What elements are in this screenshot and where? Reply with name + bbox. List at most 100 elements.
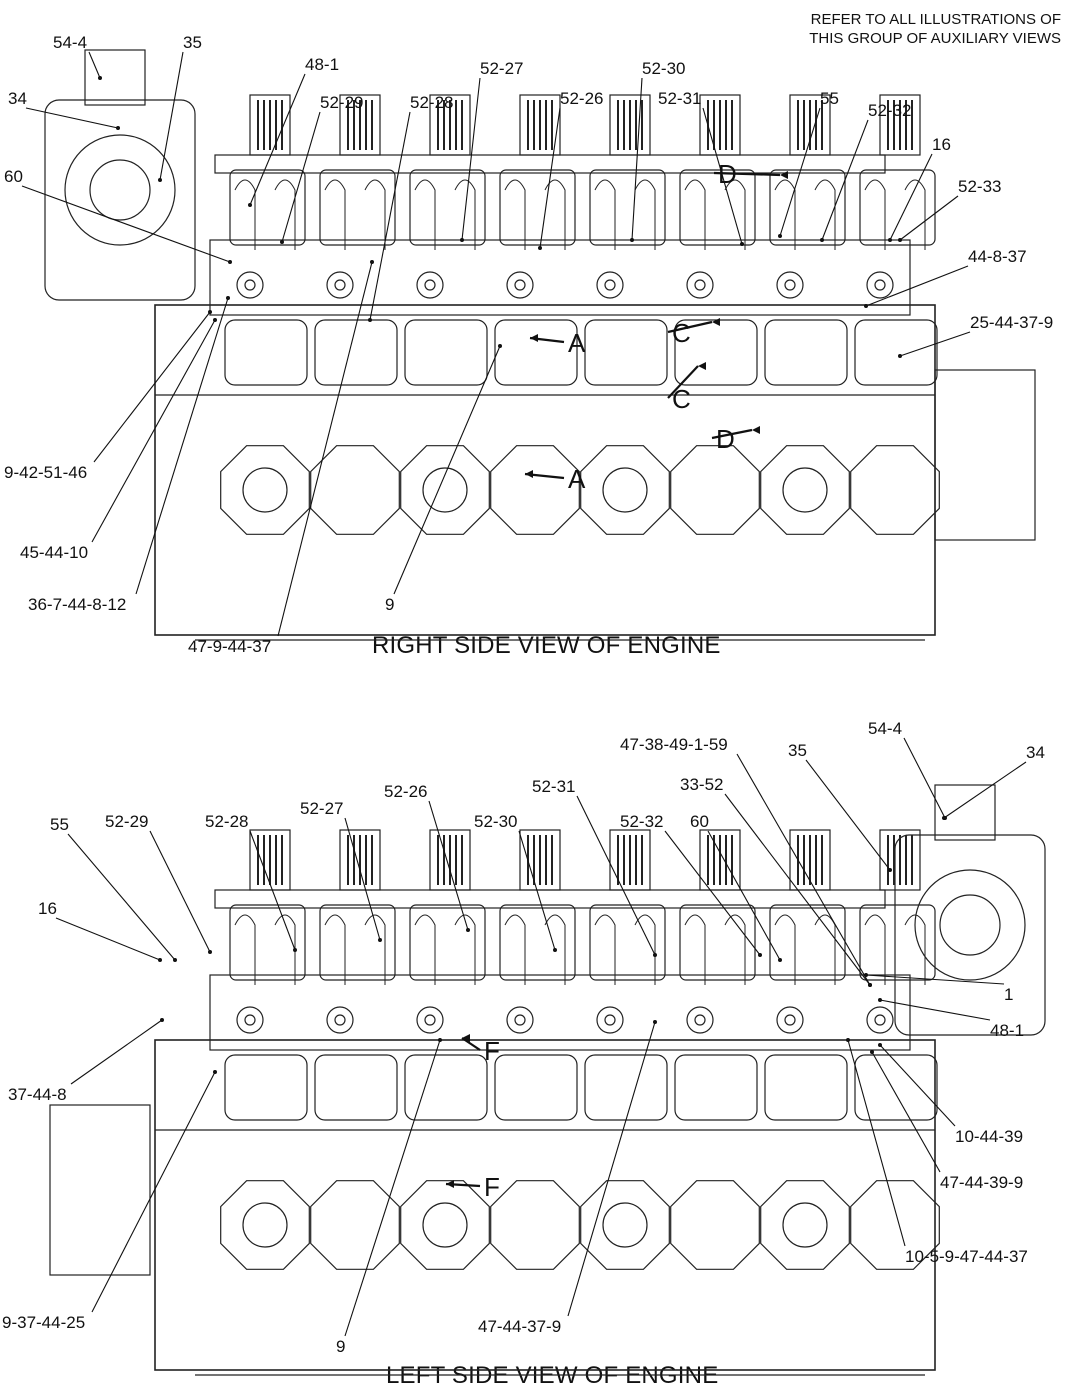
right-view-callout: 47-9-44-37 [188, 637, 271, 656]
left-view-callout: 37-44-8 [8, 1085, 67, 1104]
left-view-leader-dot [466, 928, 470, 932]
right-view-callout: 52-31 [658, 89, 701, 108]
right-view-leader-line [249, 73, 306, 206]
right-view-callout: 52-29 [320, 93, 363, 112]
right-view-leader-dot [280, 240, 284, 244]
left-view-callout: 33-52 [680, 775, 723, 794]
left-view-callout: 34 [1026, 743, 1045, 762]
right-view-leader-line [539, 107, 561, 249]
left-view-leader-line [428, 800, 469, 931]
right-view-section-arrow [712, 318, 720, 326]
right-view-leader-line [702, 107, 743, 245]
right-view-leader-line [88, 51, 101, 79]
left-view-callout: 52-32 [620, 812, 663, 831]
left-view-leader-dot [870, 1050, 874, 1054]
right-view-leader-dot [208, 310, 212, 314]
right-view-callout: 52-33 [958, 177, 1001, 196]
right-view-callout: 52-27 [480, 59, 523, 78]
left-view-leader-line [91, 1071, 216, 1313]
left-view-callout: 52-27 [300, 799, 343, 818]
right-view-leader-dot [864, 304, 868, 308]
right-view-callout: 45-44-10 [20, 543, 88, 562]
right-view-section-arrow [698, 362, 706, 370]
right-view-leader-line [865, 265, 969, 307]
left-view-leader-line [344, 1039, 441, 1337]
left-view-leader-dot [888, 868, 892, 872]
left-view-section-marker: F [484, 1036, 500, 1066]
right-view-leader-dot [228, 260, 232, 264]
left-view-leader-line [903, 737, 946, 819]
right-view-section-marker: A [568, 328, 586, 358]
right-view-leader-line [821, 119, 869, 241]
right-view-leader-dot [460, 238, 464, 242]
right-view-callout: 34 [8, 89, 27, 108]
left-view-callout: 10-44-39 [955, 1127, 1023, 1146]
left-view-callout: 1 [1004, 985, 1013, 1004]
right-view-section-line [667, 365, 699, 399]
left-view-leader-dot [846, 1038, 850, 1042]
left-side-engine-drawing [49, 784, 1046, 1376]
right-view-leader-dot [898, 238, 902, 242]
right-view-title: RIGHT SIDE VIEW OF ENGINE [372, 632, 721, 659]
right-view-leader-line [135, 297, 229, 595]
left-view-callout: 52-26 [384, 782, 427, 801]
left-view-leader-line [576, 795, 656, 956]
right-view-leader-dot [778, 234, 782, 238]
right-view-leader-line [277, 261, 373, 637]
left-view-callout: 52-28 [205, 812, 248, 831]
left-view-callout: 35 [788, 741, 807, 760]
right-view-section-line [711, 428, 753, 440]
left-view-callout: 52-29 [105, 812, 148, 831]
right-view-section-marker: D [718, 159, 737, 189]
right-view-leader-line [21, 185, 231, 263]
right-view-leader-line [369, 111, 411, 321]
right-view-section-line [713, 171, 781, 177]
right-view-leader-line [393, 345, 501, 595]
right-view-leader-dot [116, 126, 120, 130]
left-view-callout: 47-44-37-9 [478, 1317, 561, 1336]
left-view-leader-dot [868, 983, 872, 987]
right-side-engine-drawing [44, 49, 1036, 641]
left-view-callout: 52-31 [532, 777, 575, 796]
right-view-callout: 9 [385, 595, 394, 614]
right-view-leader-dot [630, 238, 634, 242]
right-view-section-marker: A [568, 464, 586, 494]
left-view-leader-dot [378, 938, 382, 942]
left-view-leader-line [879, 1044, 956, 1127]
left-view-leader-dot [778, 958, 782, 962]
right-view-leader-dot [158, 178, 162, 182]
left-view-leader-line [149, 830, 211, 953]
left-view-leader-dot [293, 948, 297, 952]
left-view-leader-dot [158, 958, 162, 962]
left-view-section-marker: F [484, 1172, 500, 1202]
left-view-leader-dot [653, 1020, 657, 1024]
right-view-leader-dot [370, 260, 374, 264]
left-view-leader-line [943, 761, 1027, 819]
left-view-leader-line [344, 817, 381, 941]
right-view-callout: 25-44-37-9 [970, 313, 1053, 332]
left-view-leader-line [67, 833, 176, 961]
right-view-callout: 16 [932, 135, 951, 154]
right-view-callout: 48-1 [305, 55, 339, 74]
left-view-callout: 60 [690, 812, 709, 831]
right-view-leader-dot [213, 318, 217, 322]
right-view-leader-dot [248, 203, 252, 207]
left-view-callout: 16 [38, 899, 57, 918]
left-view-leader-dot [653, 953, 657, 957]
left-view-section-arrow [446, 1180, 454, 1188]
left-view-leader-line [567, 1021, 656, 1317]
left-view-callout: 9 [336, 1337, 345, 1356]
right-view-section-marker: C [672, 318, 691, 348]
right-view-callout: 52-28 [410, 93, 453, 112]
right-view-leader-line [461, 77, 481, 241]
left-view-leader-line [724, 793, 871, 986]
left-view-leader-line [249, 830, 296, 951]
right-view-leader-line [899, 331, 971, 357]
right-view-callout: 60 [4, 167, 23, 186]
right-view-leader-dot [538, 246, 542, 250]
right-view-leader-dot [226, 296, 230, 300]
right-view-callout: 9-42-51-46 [4, 463, 87, 482]
left-view-leader-dot [160, 1018, 164, 1022]
right-view-leader-line [159, 51, 184, 181]
